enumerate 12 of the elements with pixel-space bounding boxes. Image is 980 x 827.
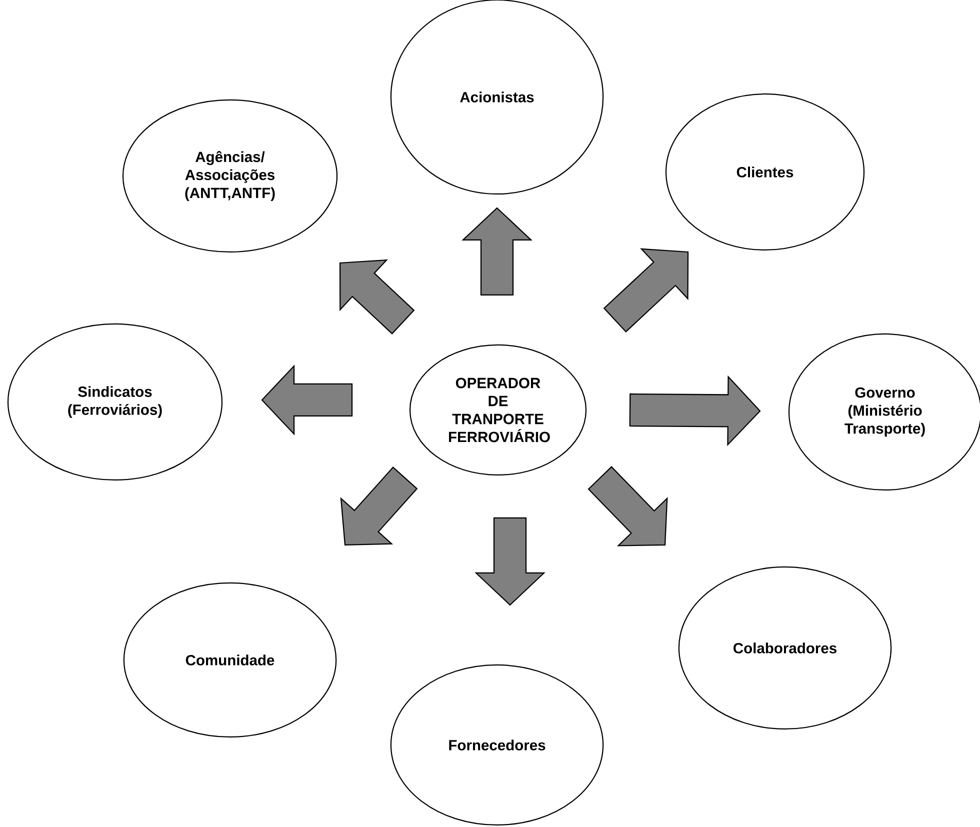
ellipse-node: Fornecedores bbox=[390, 664, 604, 826]
block-arrow bbox=[629, 375, 761, 446]
block-arrow bbox=[261, 364, 353, 436]
ellipse-node: Comunidade bbox=[123, 582, 337, 738]
ellipse-node: Sindicatos (Ferroviários) bbox=[7, 323, 223, 481]
ellipse-node: Agências/ Associações (ANTT,ANTF) bbox=[122, 99, 338, 253]
block-arrow bbox=[588, 466, 668, 546]
block-arrow bbox=[474, 517, 546, 606]
ellipse-node: Clientes bbox=[665, 93, 865, 251]
ellipse-node: OPERADOR DE TRANPORTE FERROVIÁRIO bbox=[409, 344, 587, 476]
ellipse-node: Colaboradores bbox=[678, 566, 892, 730]
block-arrow bbox=[462, 207, 532, 296]
